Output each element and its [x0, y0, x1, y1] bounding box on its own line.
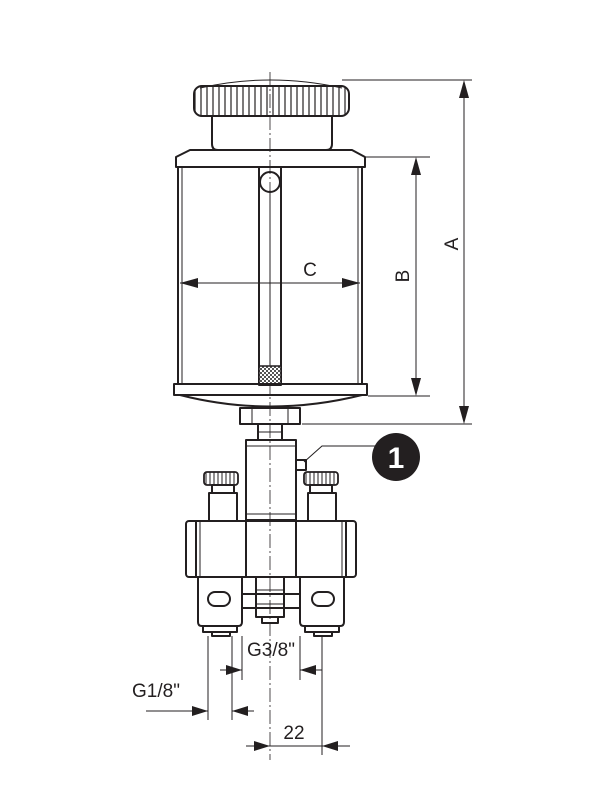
top-flange — [175, 149, 366, 168]
distributor-block — [185, 520, 357, 578]
right-adjusting-screw — [303, 471, 339, 522]
callout-number: 1 — [388, 442, 405, 475]
label-b: B — [393, 270, 414, 283]
knurled-cap — [193, 79, 350, 151]
left-adjusting-screw — [203, 471, 239, 522]
label-a: A — [442, 237, 463, 250]
callout-badge: 1 — [372, 433, 420, 481]
label-c: C — [303, 260, 317, 281]
dimension-g38 — [220, 636, 322, 680]
dimension-g18 — [146, 636, 254, 720]
bottom-flange — [173, 383, 368, 408]
dimension-c — [180, 278, 360, 288]
label-g18: G1/8" — [132, 681, 180, 702]
dimension-b — [366, 156, 430, 397]
label-22: 22 — [283, 723, 304, 744]
dimension-22 — [246, 636, 350, 755]
right-outlet — [299, 577, 345, 637]
central-connection — [241, 576, 301, 624]
callout-leader — [303, 445, 378, 463]
label-g38: G3/8" — [247, 640, 295, 661]
dimension-a — [302, 79, 472, 425]
left-outlet — [197, 577, 243, 637]
reservoir-body — [177, 166, 363, 386]
valve-body — [245, 439, 307, 521]
